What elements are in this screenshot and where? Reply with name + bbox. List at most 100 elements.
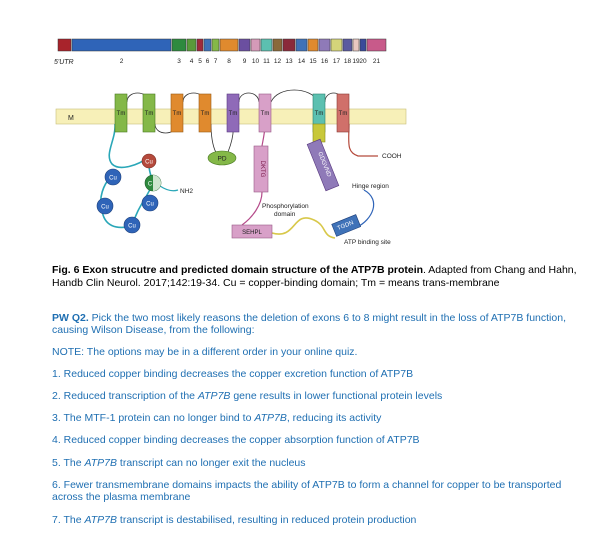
tgdn-domain <box>331 214 362 237</box>
figure-caption: Fig. 6 Exon strucutre and predicted doma… <box>52 264 577 289</box>
exon-label-20: 20 <box>359 58 367 65</box>
nh2-label: NH2 <box>180 188 193 195</box>
option-4: 4. Reduced copper binding decreases the … <box>52 434 420 446</box>
pd-label: PD <box>217 156 226 163</box>
exon-label-14: 14 <box>298 58 306 65</box>
sehpl-tgdn-linker <box>271 217 336 239</box>
gdgvnd-domain <box>306 138 340 192</box>
tgdn-label: TGDN <box>337 220 355 232</box>
exon-box-17 <box>330 38 343 52</box>
exon-label-19: 19 <box>352 58 360 65</box>
cu-label-1: Cu <box>145 160 153 166</box>
membrane-label: M <box>68 115 74 122</box>
exon-label-13: 13 <box>285 58 293 65</box>
question-note: NOTE: The options may be in a different … <box>52 346 358 358</box>
option-5-part-a: 5. The <box>52 457 85 469</box>
option-7-part-a: 7. The <box>52 514 85 526</box>
option-2-gene: ATP7B <box>197 390 231 402</box>
exon-box-8 <box>219 38 239 52</box>
exon-label-4: 4 <box>190 58 194 65</box>
exon-label-12: 12 <box>274 58 282 65</box>
tm-label-1: Tm <box>117 111 126 117</box>
exon-label-7: 7 <box>214 58 218 65</box>
utr-label: 5'UTR <box>54 59 74 66</box>
tm-helix-2 <box>142 93 156 133</box>
tm-helix-4 <box>198 93 212 133</box>
exon-label-15: 15 <box>309 58 317 65</box>
question-text: PW Q2. Pick the two most likely reasons … <box>52 312 582 337</box>
exon-label-2: 2 <box>120 58 124 65</box>
cu-domain-5 <box>123 216 141 234</box>
pd-linker <box>210 123 218 155</box>
c-label: C <box>148 182 153 188</box>
pd-domain <box>207 150 237 166</box>
exon-box-20 <box>359 38 367 52</box>
caption-title: Fig. 6 Exon strucutre and predicted doma… <box>52 264 424 276</box>
exon-box-12 <box>272 38 283 52</box>
option-5: 5. The ATP7B transcript can no longer ex… <box>52 457 582 469</box>
cu-domain-1 <box>141 153 157 169</box>
exon-box-1 <box>57 38 72 52</box>
tm-helix-5 <box>226 93 240 133</box>
sehpl-label: SEHPL <box>242 230 262 236</box>
sehpl-domain <box>231 224 273 239</box>
exon-box-9 <box>238 38 251 52</box>
option-3-part-b: , reducing its activity <box>286 412 382 424</box>
exon-boxes <box>57 38 387 52</box>
exon-label-17: 17 <box>333 58 341 65</box>
option-7-gene: ATP7B <box>84 514 117 526</box>
exon-box-10 <box>250 38 261 52</box>
tm-label-3: Tm <box>173 111 182 117</box>
option-7: 7. The ATP7B transcript is destabilised,… <box>52 514 582 526</box>
option-3: 3. The MTF-1 protein can no longer bind … <box>52 412 582 424</box>
exon-label-3: 3 <box>177 58 181 65</box>
tm-helix-1 <box>114 93 128 133</box>
exon-box-7 <box>211 38 220 52</box>
c-domain-highlight <box>153 175 161 191</box>
exon-box-5 <box>196 38 204 52</box>
tm-loop-6-7 <box>270 89 320 103</box>
option-5-gene: ATP7B <box>84 457 117 469</box>
exon-box-13 <box>282 38 296 52</box>
exon-label-5: 5 <box>198 58 202 65</box>
option-5-part-b: transcript can no longer exit the nucleu… <box>116 457 306 469</box>
tm-label-6: Tm <box>261 111 270 117</box>
tm-helix-6 <box>258 93 272 133</box>
cu-domain-2 <box>104 168 122 186</box>
cu-label-4: Cu <box>101 205 109 211</box>
tm-loop-5-6 <box>238 92 260 103</box>
cu-label-2: Cu <box>109 176 117 182</box>
option-7-part-b: transcript is destabilised, resulting in… <box>116 514 417 526</box>
exon-box-11 <box>260 38 273 52</box>
exon-label-10: 10 <box>252 58 260 65</box>
dktg-domain <box>253 145 269 193</box>
exon-label-6: 6 <box>206 58 210 65</box>
dktg-label: DKTG <box>259 161 265 178</box>
option-6: 6. Fewer transmembrane domains impacts t… <box>52 479 562 504</box>
tm-label-5: Tm <box>229 111 238 117</box>
option-3-gene: ATP7B <box>254 412 287 424</box>
cu-label-3: Cu <box>146 202 154 208</box>
tm-helix-8 <box>336 93 350 133</box>
domain-structure-diagram: M Cu Cu C Cu Cu Cu NH2 Tm Tm Tm Tm Tm Tm… <box>55 89 407 246</box>
tm-label-7: Tm <box>315 111 324 117</box>
tm-helix-7-lower <box>312 123 326 143</box>
exon-box-19 <box>352 38 360 52</box>
question-body: Pick the two most likely reasons the del… <box>52 312 566 337</box>
exon-label-8: 8 <box>227 58 231 65</box>
exon-box-3 <box>171 38 187 52</box>
exon-box-18 <box>342 38 353 52</box>
phos-linker-2 <box>241 191 263 226</box>
cu-domain-4 <box>96 197 114 215</box>
cooh-linker <box>348 123 378 157</box>
nh2-linker <box>159 185 179 192</box>
exon-box-15 <box>307 38 319 52</box>
exon-box-21 <box>366 38 387 52</box>
exon-box-14 <box>295 38 308 52</box>
hinge-label: Hinge region <box>352 183 389 190</box>
option-2-part-a: 2. Reduced transcription of the <box>52 390 198 402</box>
atp-label: ATP binding site <box>344 239 391 246</box>
caption-rest: . Adapted from Chang and Hahn, Handb Cli… <box>52 264 577 289</box>
